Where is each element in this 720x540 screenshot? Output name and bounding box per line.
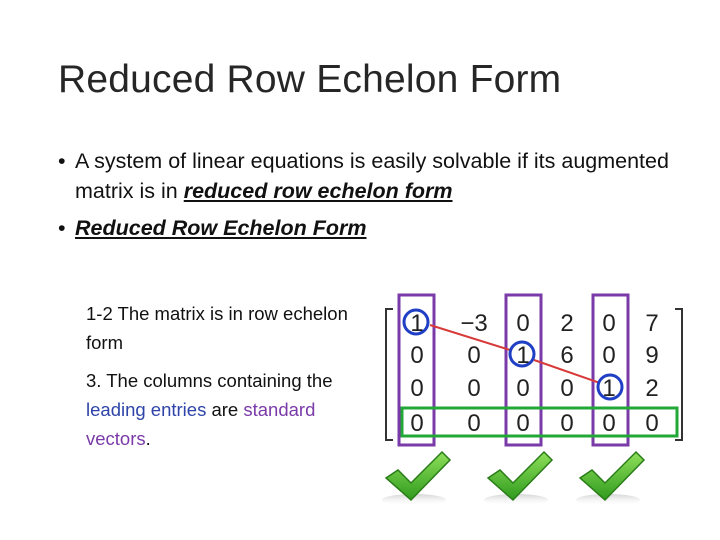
- bullet-marker: •: [58, 216, 66, 240]
- bullet-text: A system of linear equations is easily s…: [75, 149, 669, 203]
- matrix-entry: 0: [410, 410, 423, 437]
- pivot-column-box: [591, 293, 630, 447]
- note-text: 3. The columns containing the: [86, 370, 333, 391]
- pivot-column-box: [397, 293, 436, 447]
- pivot-link: [533, 359, 601, 384]
- pivot-circle: [596, 373, 624, 401]
- matrix-entry: 2: [560, 310, 573, 337]
- bullet-item: • A system of linear equations is easily…: [58, 146, 678, 206]
- matrix-entry: 0: [602, 342, 615, 369]
- note-standard-vectors-term: standard vectors: [86, 399, 316, 449]
- matrix-entry: 1: [410, 310, 423, 337]
- bullet-item: • Reduced Row Echelon Form: [58, 213, 678, 243]
- matrix-entry: −3: [460, 310, 487, 337]
- matrix-entry: 0: [560, 410, 573, 437]
- pivot-column-box: [504, 293, 543, 447]
- matrix-entry: 0: [602, 310, 615, 337]
- checkmark-icon: [576, 450, 646, 506]
- pivot-link: [429, 324, 511, 351]
- pivot-circle: [402, 308, 430, 336]
- matrix-left-bracket: [385, 308, 393, 441]
- matrix-entry: 6: [560, 342, 573, 369]
- matrix-entry: 1: [516, 342, 529, 369]
- bullet-emphasis: Reduced Row Echelon Form: [75, 216, 367, 240]
- matrix-entries: 1 −3 0 2 0 7 0 0 1 6 0 9 0 0 0 0 1 2 0 0 0 0 0 0: [410, 310, 658, 437]
- matrix-entry: 0: [467, 342, 480, 369]
- matrix-entry: 0: [516, 375, 529, 402]
- zero-row-box: [400, 406, 679, 438]
- slide-title: Reduced Row Echelon Form: [58, 58, 562, 101]
- matrix-entry: 0: [410, 375, 423, 402]
- pivot-circle: [508, 340, 536, 368]
- note-leading-entries: leading entries: [86, 399, 207, 420]
- matrix-entry: 0: [516, 310, 529, 337]
- checkmark-icon: [382, 450, 452, 506]
- matrix-entry: 0: [467, 375, 480, 402]
- bullet-list: • A system of linear equations is easily…: [58, 146, 678, 250]
- matrix-entry: 1: [602, 375, 615, 402]
- matrix-entry: 9: [645, 342, 658, 369]
- note-standard-vectors: 3. The columns containing the leading en…: [86, 366, 366, 453]
- matrix-entry: 0: [645, 410, 658, 437]
- matrix-right-bracket: [675, 308, 683, 441]
- matrix-entry: 7: [645, 310, 658, 337]
- matrix-entry: 0: [602, 410, 615, 437]
- matrix-entry: 0: [467, 410, 480, 437]
- bullet-emphasis: reduced row echelon form: [183, 179, 453, 203]
- note-text: are: [206, 399, 244, 420]
- matrix-entry: 2: [645, 375, 658, 402]
- bullet-marker: •: [58, 149, 66, 173]
- matrix-entry: 0: [516, 410, 529, 437]
- matrix-entry: 0: [410, 342, 423, 369]
- matrix-entry: 0: [560, 375, 573, 402]
- note-row-echelon: 1-2 The matrix is in row echelon form: [86, 303, 348, 353]
- checkmark-icon: [484, 450, 554, 506]
- note-text: .: [145, 428, 151, 449]
